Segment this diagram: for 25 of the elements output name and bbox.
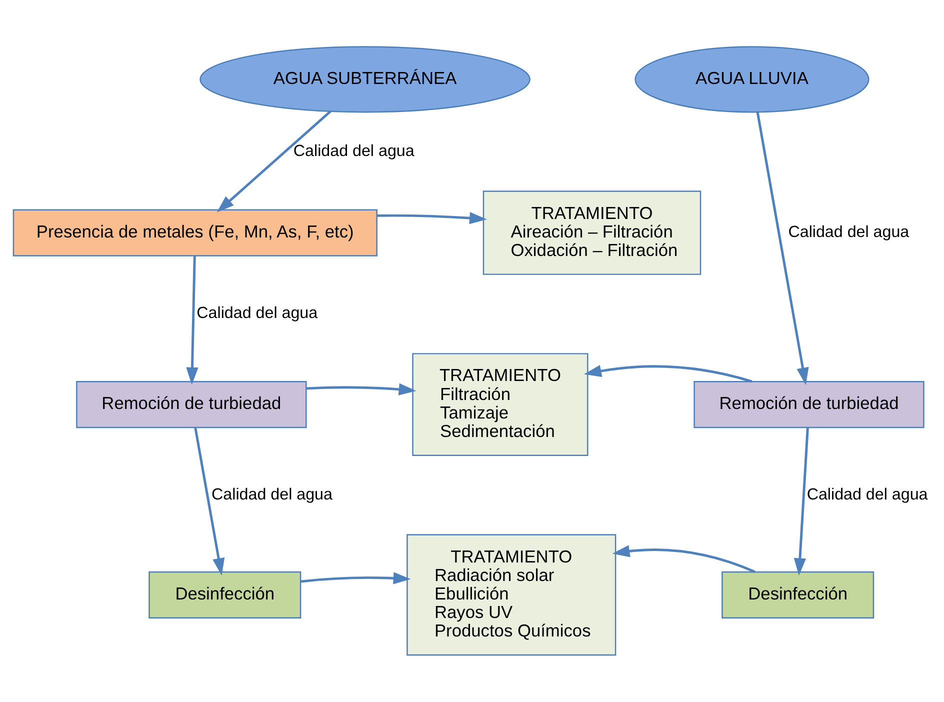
node-ellipse: AGUA SUBTERRÁNEA [200, 46, 530, 113]
edge-label: Calidad del agua [212, 485, 332, 504]
node-box: TRATAMIENTO Filtración Tamizaje Sedimentación [412, 353, 588, 456]
arrow [194, 427, 225, 576]
arrow [584, 364, 752, 383]
edge-label: Calidad del agua [196, 304, 318, 322]
node-box: Remoción de turbiedad [76, 380, 307, 428]
node-box: Desinfección [148, 571, 302, 618]
node-ellipse: AGUA LLUVIA [634, 46, 870, 113]
arrow [756, 112, 809, 386]
node-box: Remoción de turbiedad [694, 380, 924, 428]
node-box: Desinfección [722, 571, 874, 618]
node-box: TRATAMIENTO Radiación solar Ebullición Rayos UV Productos Químicos [406, 534, 616, 656]
arrow [300, 572, 411, 584]
node-box: TRATAMIENTO Aireación – Filtración Oxidación – Filtración [482, 190, 702, 275]
arrow [794, 428, 809, 576]
arrow [376, 212, 487, 224]
arrow [216, 110, 332, 212]
edge-label: Calidad del agua [806, 485, 928, 504]
arrow [306, 383, 416, 396]
edge-label: Calidad del agua [293, 142, 414, 160]
arrow [612, 545, 756, 574]
arrow [186, 256, 198, 385]
node-box: Presencia de metales (Fe, Mn, As, F, etc) [12, 209, 378, 256]
edge-label: Calidad del agua [788, 222, 910, 241]
